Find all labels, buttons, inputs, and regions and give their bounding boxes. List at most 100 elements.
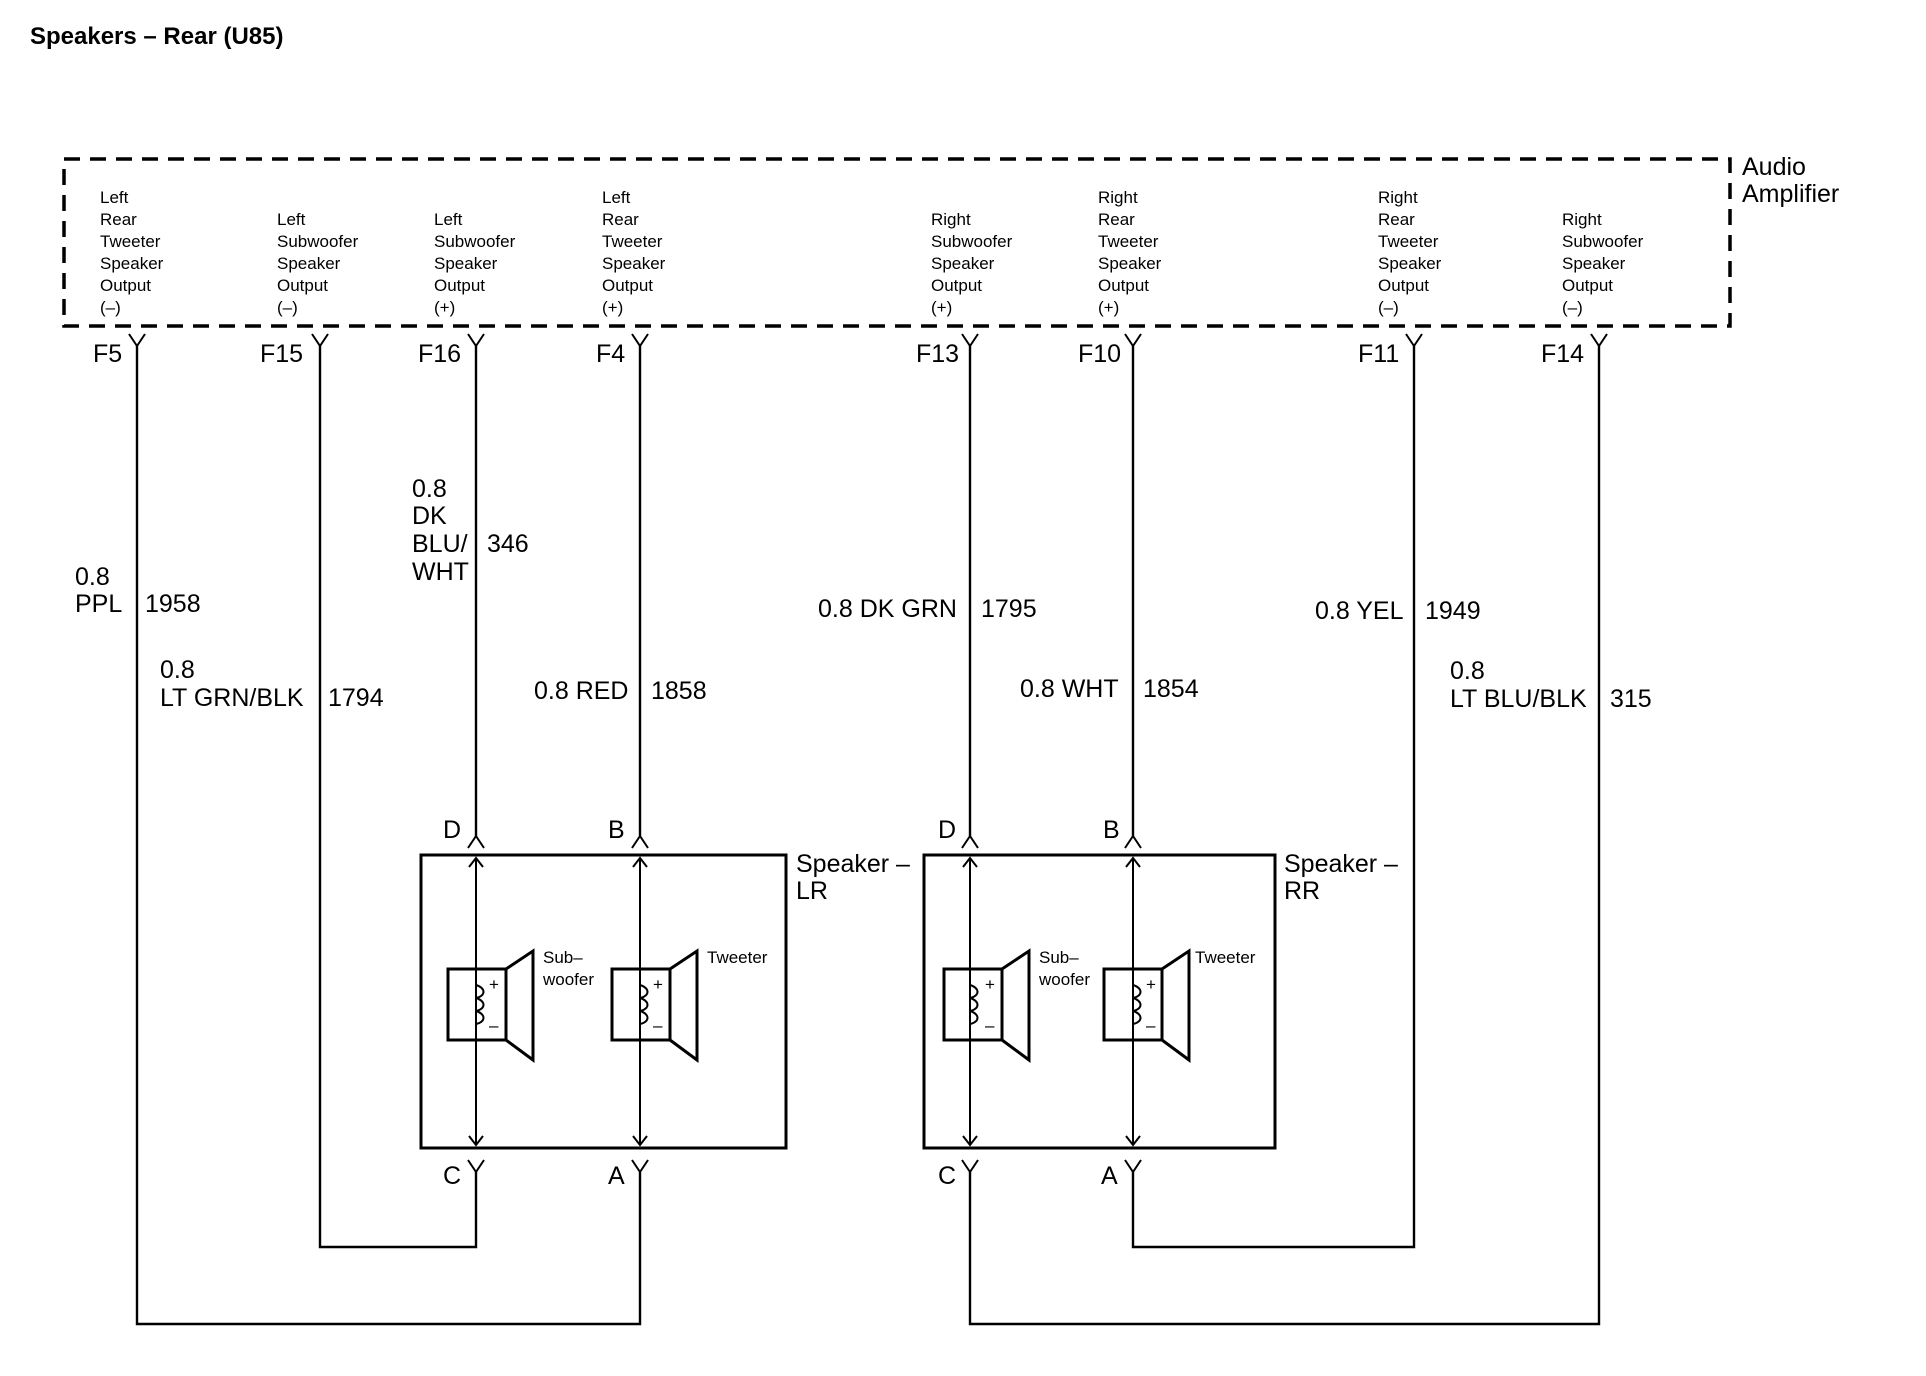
- voice-coil-icon: [639, 984, 649, 1025]
- tweeter-label: Tweeter: [1195, 948, 1256, 967]
- pin-descriptions: Left Rear Tweeter Speaker Output (–) Lef…: [100, 188, 1648, 317]
- circuit-f15: 1794: [328, 684, 384, 712]
- terminal-f10: [1124, 333, 1142, 348]
- tweeter-minus: –: [1146, 1016, 1156, 1035]
- terminal-f15: [311, 333, 329, 348]
- circuit-f5: 1958: [145, 590, 201, 618]
- wire-f11: [1131, 346, 1416, 1249]
- pin-ids: F5 F15 F16 F4 F13 F10 F11 F14: [93, 340, 1584, 368]
- pin-desc-f14: Right Subwoofer Speaker Output (–): [1562, 210, 1648, 317]
- pin-id-f16: F16: [418, 340, 461, 368]
- terminal-lr-c: [467, 1159, 485, 1174]
- voice-coil-icon: [969, 984, 979, 1025]
- wire-label-f16: 0.8 DK BLU/ WHT: [412, 475, 475, 586]
- pin-id-f13: F13: [916, 340, 959, 368]
- terminal-f5: [128, 333, 146, 348]
- pin-id-f10: F10: [1078, 340, 1121, 368]
- speaker-rr: Speaker – RR D B C A + – Sub– woofer: [922, 816, 1405, 1190]
- subwoofer-cone: [1001, 948, 1031, 1063]
- terminal-lr-a: [631, 1159, 649, 1174]
- internal-lead-rr-sub: [962, 856, 978, 1147]
- subwoofer-plus: +: [489, 975, 499, 994]
- wire-label-f14: 0.8 LT BLU/BLK: [1450, 657, 1587, 713]
- terminal-rr-a: [1124, 1159, 1142, 1174]
- wire-labels: 0.8 PPL 1958 0.8 LT GRN/BLK 1794 0.8 DK …: [75, 475, 1652, 713]
- pin-desc-f15: Left Subwoofer Speaker Output (–): [277, 210, 363, 317]
- subwoofer-minus: –: [489, 1016, 499, 1035]
- internal-lead-rr-tw: [1125, 856, 1141, 1147]
- terminal-f13: [961, 333, 979, 348]
- wires: [135, 346, 1601, 1326]
- pin-id-f5: F5: [93, 340, 122, 368]
- subwoofer-label: Sub– woofer: [1038, 948, 1090, 989]
- tweeter-plus: +: [1146, 975, 1156, 994]
- circuit-f11: 1949: [1425, 597, 1481, 625]
- audio-amplifier-label: Audio Amplifier: [1742, 153, 1839, 208]
- subwoofer-magnet: [942, 967, 1004, 1042]
- pin-desc-f5: Left Rear Tweeter Speaker Output (–): [100, 188, 168, 317]
- speaker-lr-box: [419, 853, 788, 1150]
- tweeter-label: Tweeter: [707, 948, 768, 967]
- internal-lead-lr-sub: [468, 856, 484, 1147]
- wire-label-f15: 0.8 LT GRN/BLK: [160, 656, 304, 712]
- pin-desc-f16: Left Subwoofer Speaker Output (+): [434, 210, 520, 317]
- pin-id-f4: F4: [596, 340, 625, 368]
- speaker-lr-label: Speaker – LR: [796, 850, 917, 905]
- pin-desc-f13: Right Subwoofer Speaker Output (+): [931, 210, 1017, 317]
- terminal-f14: [1590, 333, 1608, 348]
- wire-f5: [135, 346, 642, 1326]
- speaker-rr-tweeter: + – Tweeter: [1102, 948, 1256, 1063]
- connector-lr-c: C: [443, 1162, 461, 1190]
- tweeter-minus: –: [653, 1016, 663, 1035]
- subwoofer-plus: +: [985, 975, 995, 994]
- terminal-rr-b: [1124, 834, 1142, 849]
- voice-coil-icon: [1132, 984, 1142, 1025]
- internal-lead-lr-tw: [632, 856, 648, 1147]
- speaker-lr-tweeter: + – Tweeter: [610, 948, 768, 1063]
- pin-desc-f11: Right Rear Tweeter Speaker Output (–): [1378, 188, 1446, 317]
- connector-lr-b: B: [608, 816, 625, 844]
- connector-rr-d: D: [938, 816, 956, 844]
- terminal-lr-b: [631, 834, 649, 849]
- tweeter-magnet: [610, 967, 672, 1042]
- audio-amplifier-box: [62, 157, 1732, 328]
- pin-desc-f10: Right Rear Tweeter Speaker Output (+): [1098, 188, 1166, 317]
- circuit-f13: 1795: [981, 595, 1037, 623]
- connector-rr-a: A: [1101, 1162, 1118, 1190]
- terminal-rr-d: [961, 834, 979, 849]
- terminal-lr-d: [467, 834, 485, 849]
- terminal-f4: [631, 333, 649, 348]
- tweeter-cone: [1161, 948, 1191, 1063]
- pin-id-f14: F14: [1541, 340, 1584, 368]
- speaker-rr-subwoofer: + – Sub– woofer: [942, 948, 1090, 1063]
- subwoofer-label: Sub– woofer: [542, 948, 594, 989]
- tweeter-magnet: [1102, 967, 1164, 1042]
- wire-label-f11: 0.8 YEL: [1315, 597, 1404, 625]
- pin-id-f15: F15: [260, 340, 303, 368]
- circuit-f4: 1858: [651, 677, 707, 705]
- diagram-title: Speakers – Rear (U85): [30, 23, 283, 50]
- terminal-f16: [467, 333, 485, 348]
- terminal-f11: [1405, 333, 1423, 348]
- subwoofer-magnet: [446, 967, 508, 1042]
- wire-label-f5: 0.8 PPL: [75, 563, 122, 618]
- speaker-rr-box: [922, 853, 1277, 1150]
- connector-rr-c: C: [938, 1162, 956, 1190]
- circuit-f10: 1854: [1143, 675, 1199, 703]
- wire-f15: [318, 346, 478, 1249]
- subwoofer-cone: [505, 948, 535, 1063]
- wire-label-f4: 0.8 RED: [534, 677, 628, 705]
- tweeter-plus: +: [653, 975, 663, 994]
- wire-f14: [968, 346, 1601, 1326]
- wire-label-f13: 0.8 DK GRN: [818, 595, 957, 623]
- voice-coil-icon: [475, 984, 485, 1025]
- terminal-rr-c: [961, 1159, 979, 1174]
- circuit-f14: 315: [1610, 685, 1652, 713]
- speaker-rr-label: Speaker – RR: [1284, 850, 1405, 905]
- connector-lr-a: A: [608, 1162, 625, 1190]
- pin-id-f11: F11: [1358, 340, 1399, 368]
- speaker-lr-subwoofer: + – Sub– woofer: [446, 948, 594, 1063]
- subwoofer-minus: –: [985, 1016, 995, 1035]
- wire-label-f10: 0.8 WHT: [1020, 675, 1119, 703]
